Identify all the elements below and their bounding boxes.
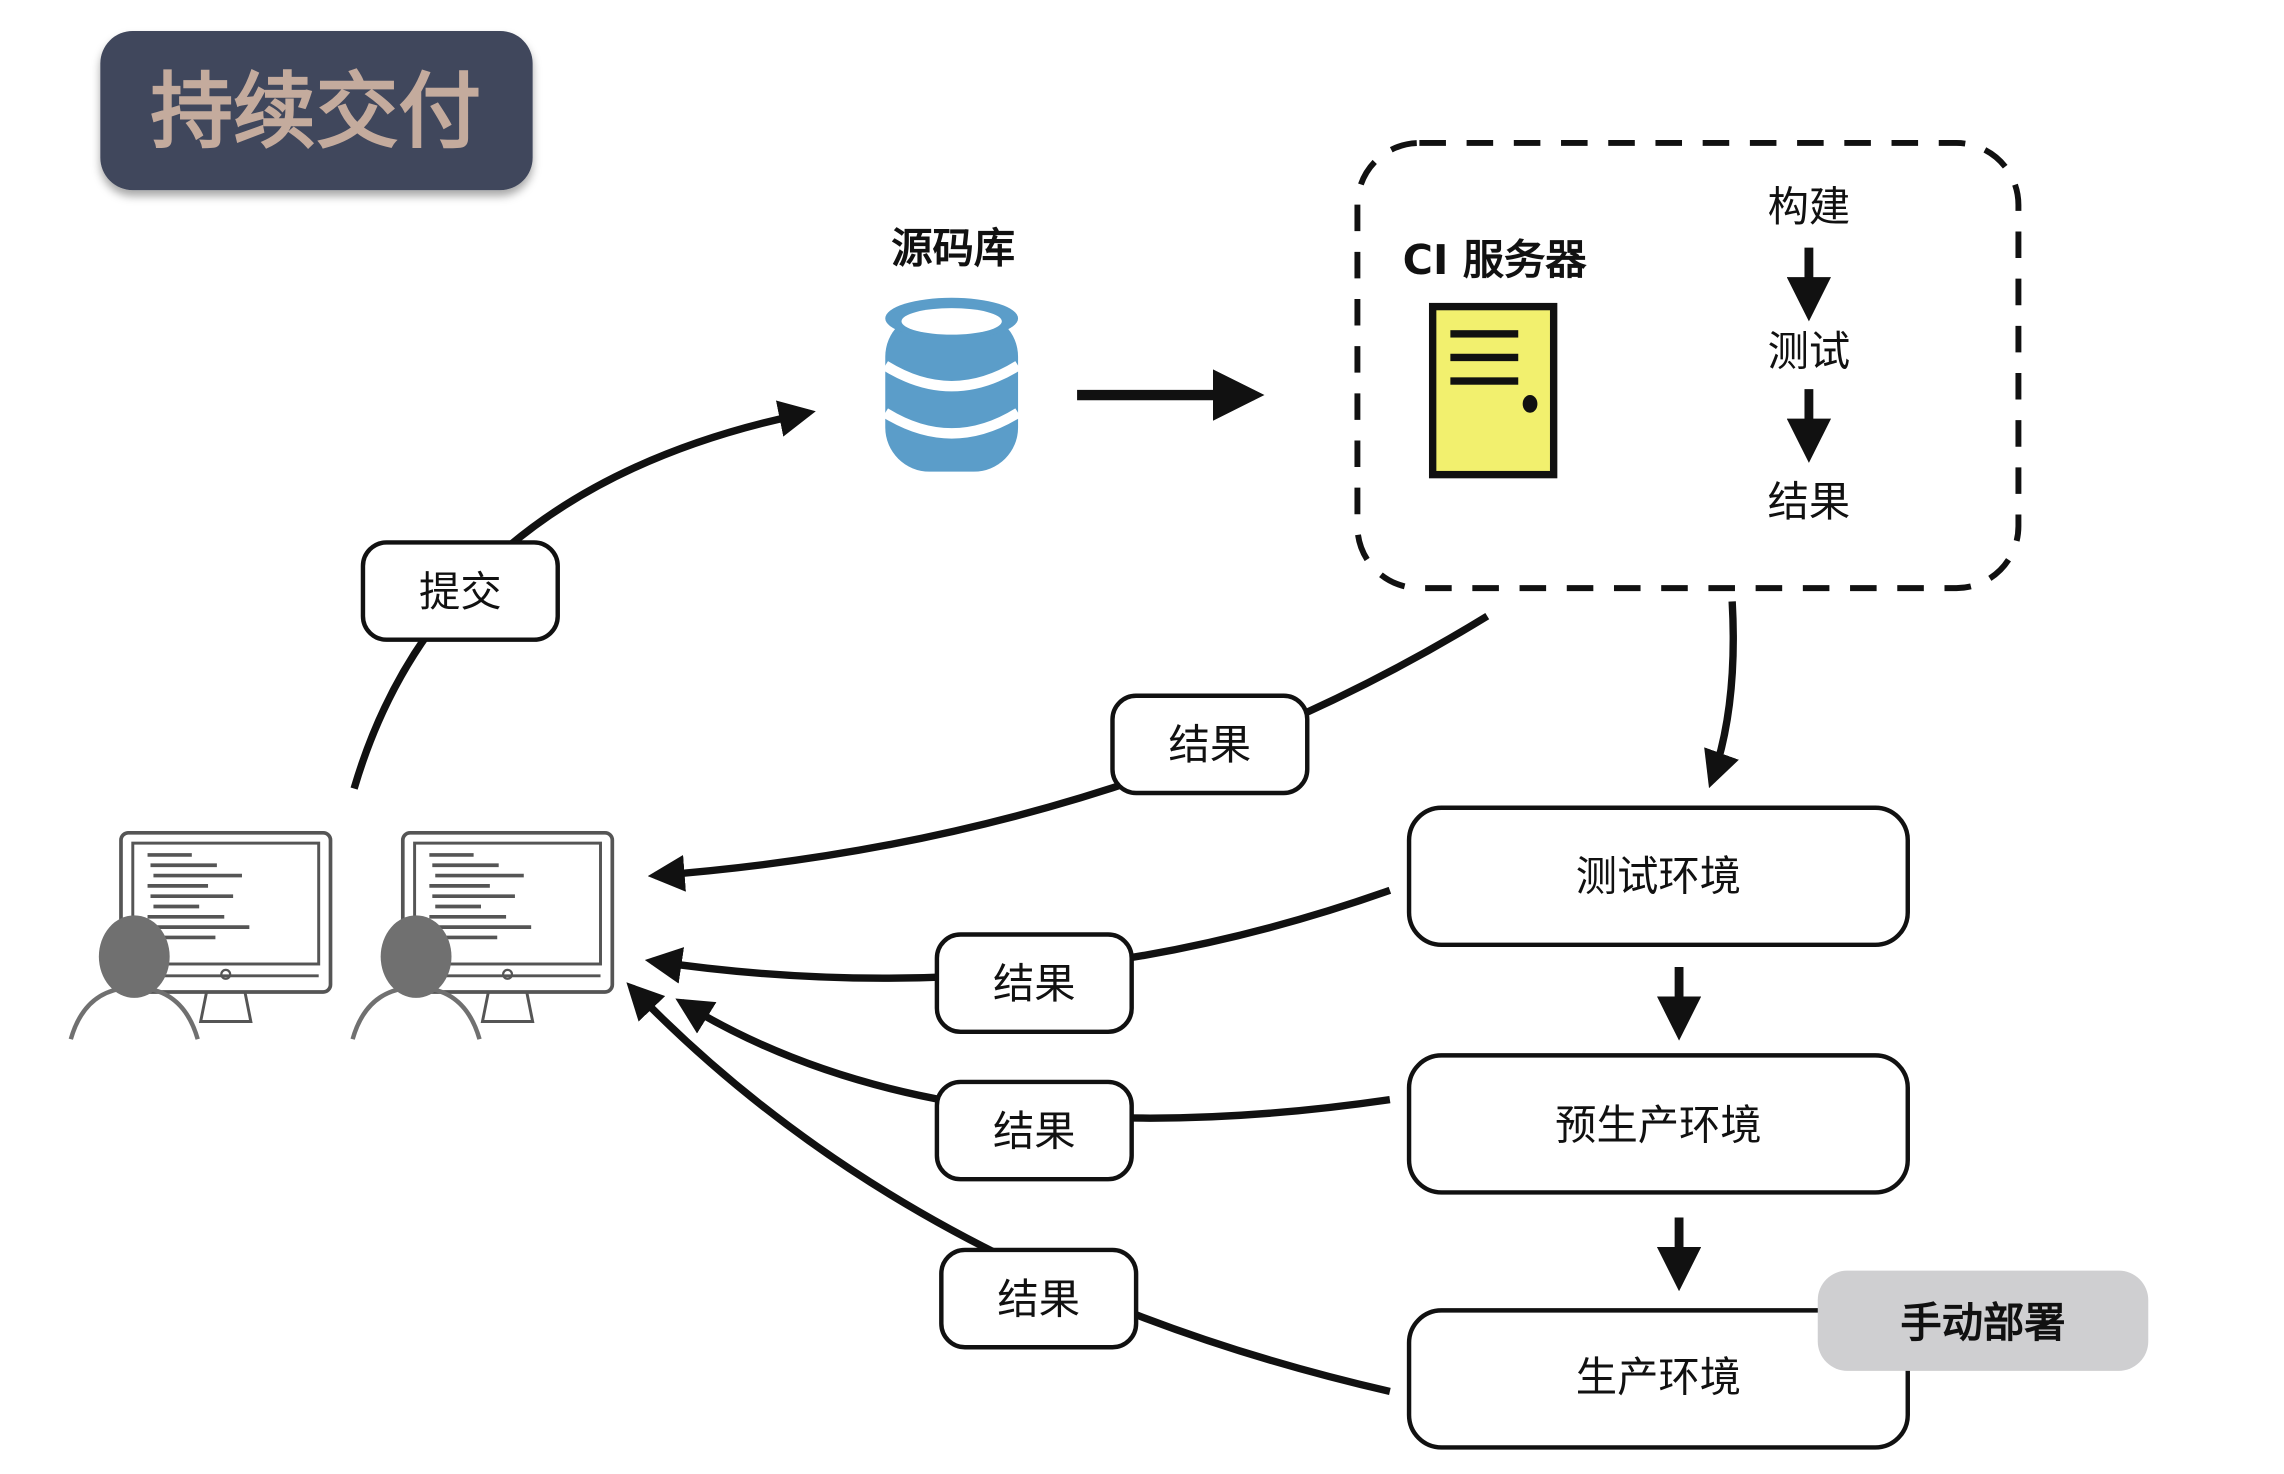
ci-step-test: 测试 bbox=[1768, 328, 1851, 376]
env-test[interactable]: 测试环境 bbox=[1406, 805, 1910, 948]
result-label-box: 结果 bbox=[1110, 693, 1310, 796]
ci-step-result: 结果 bbox=[1768, 478, 1851, 526]
result-label-box: 结果 bbox=[934, 1079, 1134, 1182]
arrow-result-ci bbox=[647, 612, 1490, 892]
env-test-label: 测试环境 bbox=[1576, 852, 1741, 900]
env-staging-label: 预生产环境 bbox=[1555, 1101, 1762, 1149]
arrow-result-production bbox=[626, 982, 1391, 1396]
manual-deploy-label: 手动部署 bbox=[1900, 1299, 2065, 1347]
repo-label: 源码库 bbox=[891, 224, 1015, 272]
result-label-box: 结果 bbox=[934, 932, 1134, 1035]
result-label: 结果 bbox=[993, 960, 1076, 1008]
manual-deploy-badge: 手动部署 bbox=[1817, 1270, 2149, 1371]
ci-step-build: 构建 bbox=[1768, 183, 1851, 231]
page-title: 持续交付 bbox=[151, 64, 481, 160]
result-label: 结果 bbox=[1169, 721, 1252, 769]
server-icon bbox=[1428, 302, 1558, 479]
ci-server-label: CI 服务器 bbox=[1403, 236, 1588, 284]
result-label: 结果 bbox=[993, 1107, 1076, 1155]
arrow-ci-to-test-env bbox=[1704, 601, 1739, 789]
env-production-label: 生产环境 bbox=[1576, 1353, 1741, 1401]
env-production[interactable]: 生产环境 bbox=[1406, 1308, 1910, 1450]
database-icon bbox=[882, 297, 1021, 472]
ci-server-group bbox=[1354, 140, 2022, 592]
env-staging[interactable]: 预生产环境 bbox=[1406, 1053, 1910, 1195]
result-label-box: 结果 bbox=[939, 1247, 1139, 1350]
developer-workstation-icon bbox=[68, 830, 333, 1040]
commit-label: 提交 bbox=[419, 568, 502, 616]
result-label: 结果 bbox=[997, 1275, 1080, 1323]
developer-workstation-icon bbox=[350, 830, 615, 1040]
commit-label-box: 提交 bbox=[360, 540, 560, 642]
title-badge: 持续交付 bbox=[100, 30, 533, 191]
